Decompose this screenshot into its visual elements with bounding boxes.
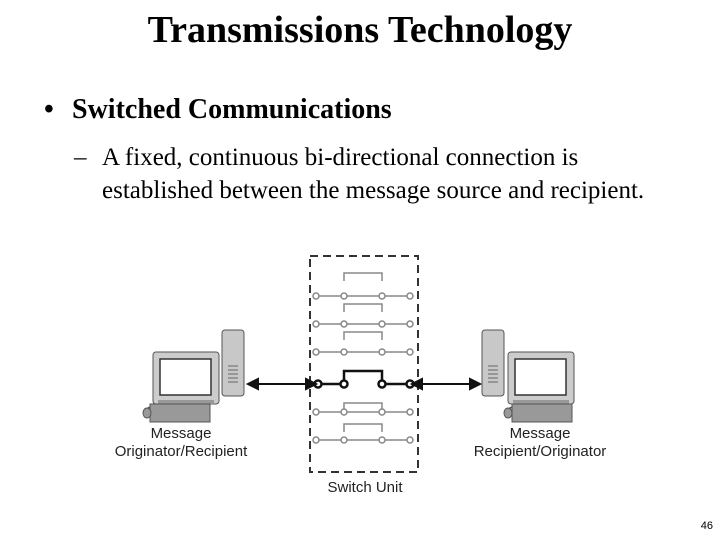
switch-pair-1 [312,272,414,300]
active-switch-path [313,369,415,389]
switch-pair-5 [312,402,414,416]
left-tower [221,329,245,397]
switch-unit-label: Switch Unit [327,479,403,496]
left-connection-arrow [245,377,319,391]
switch-pair-3 [312,331,414,356]
bullet-text: Switched Communications [72,94,392,125]
right-label-line2: Recipient/Originator [473,443,607,460]
inactive-switch-paths [312,272,414,444]
left-endpoint-label: Message Originator/Recipient [96,425,266,461]
right-computer-icon [481,329,575,423]
bullet-item: • Switched Communications [44,94,392,126]
switch-pair-6 [312,423,414,444]
left-keyboard [149,403,211,423]
bullet-dot: • [44,94,54,125]
left-label-line1: Message [150,425,212,442]
right-keyboard [511,403,573,423]
switch-pair-2 [312,303,414,328]
switch-unit-box [309,255,419,473]
page-number: 46 [700,520,713,532]
sub-bullet-dash: – [74,144,87,171]
right-label-line1: Message [509,425,571,442]
left-computer-icon [142,329,245,423]
sub-bullet-text: A fixed, continuous bi-directional conne… [102,144,645,204]
right-connection-arrow [409,377,483,391]
slide-title: Transmissions Technology [147,9,573,51]
right-tower [481,329,505,397]
sub-bullet: – A fixed, continuous bi-directional con… [74,141,684,207]
right-endpoint-label: Message Recipient/Originator [455,425,625,461]
left-label-line2: Originator/Recipient [114,443,248,460]
